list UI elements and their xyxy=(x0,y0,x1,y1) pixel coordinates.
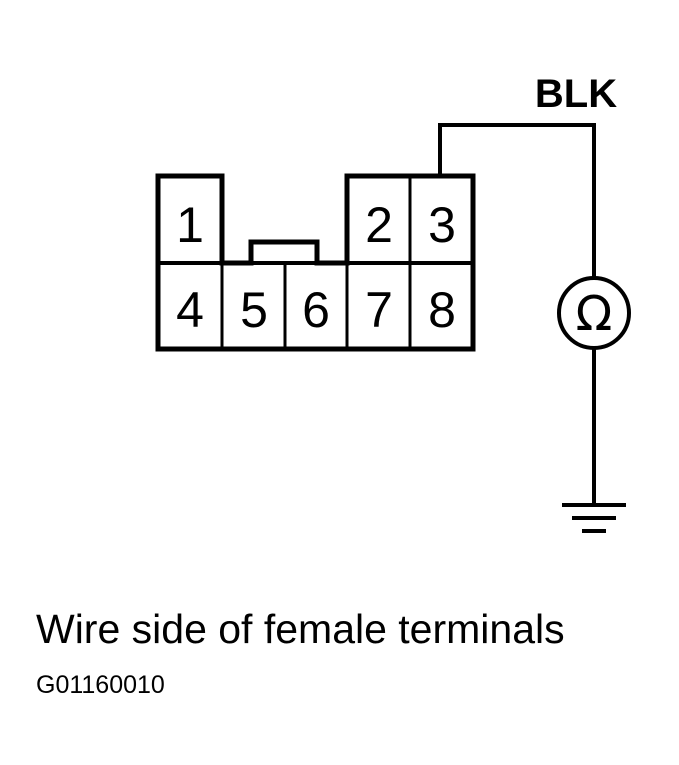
pin-6-label: 6 xyxy=(302,282,330,338)
pin-3-label: 3 xyxy=(428,197,456,253)
figure-code: G01160010 xyxy=(36,671,165,699)
ohm-icon: Ω xyxy=(576,286,613,342)
pin-5-label: 5 xyxy=(240,282,268,338)
wire-color-label: BLK xyxy=(535,72,617,116)
pin-7-label: 7 xyxy=(365,282,393,338)
pin-2-label: 2 xyxy=(365,197,393,253)
pin-8-label: 8 xyxy=(428,282,456,338)
pin-1-label: 1 xyxy=(176,197,204,253)
blk-wire xyxy=(438,123,596,280)
diagram-caption: Wire side of female terminals xyxy=(36,606,565,652)
ground-icon xyxy=(562,503,626,533)
connector-outline xyxy=(155,173,476,352)
pin-4-label: 4 xyxy=(176,282,204,338)
